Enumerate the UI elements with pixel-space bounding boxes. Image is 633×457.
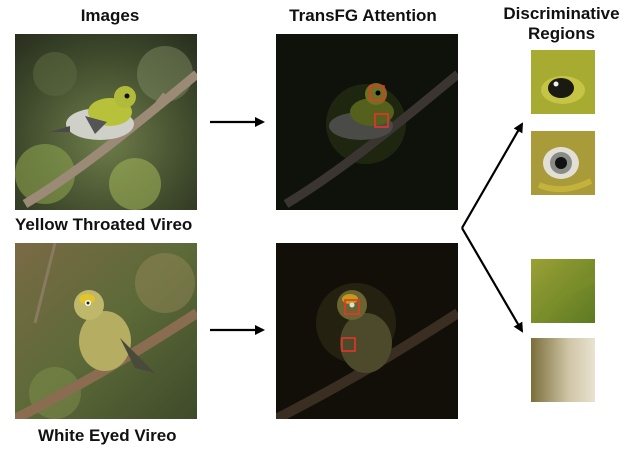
white-eyed-vireo-photo (15, 243, 197, 419)
attention-box (341, 337, 356, 352)
arrow-to-upper-regions (461, 122, 523, 229)
region-crop-feather-1 (531, 259, 595, 323)
species-label-top: Yellow Throated Vireo (15, 215, 193, 234)
images-column-header: Images (80, 6, 140, 25)
discriminative-header-line1: Discriminative (503, 4, 620, 23)
yellow-throated-vireo-attention-map (276, 34, 458, 210)
region-crop-eye-2 (531, 131, 595, 195)
attention-column-header: TransFG Attention (289, 6, 437, 25)
white-eyed-vireo-attention-map (276, 243, 458, 419)
species-label-bottom: White Eyed Vireo (38, 426, 177, 445)
attention-box (374, 113, 389, 128)
arrow-to-lower-regions (461, 227, 524, 333)
discriminative-header-line2: Regions (527, 24, 596, 43)
region-crop-eye-1 (531, 50, 595, 114)
region-crop-feather-2 (531, 338, 595, 402)
attention-box (369, 85, 385, 101)
yellow-throated-vireo-photo (15, 34, 197, 210)
attention-box (344, 299, 360, 315)
